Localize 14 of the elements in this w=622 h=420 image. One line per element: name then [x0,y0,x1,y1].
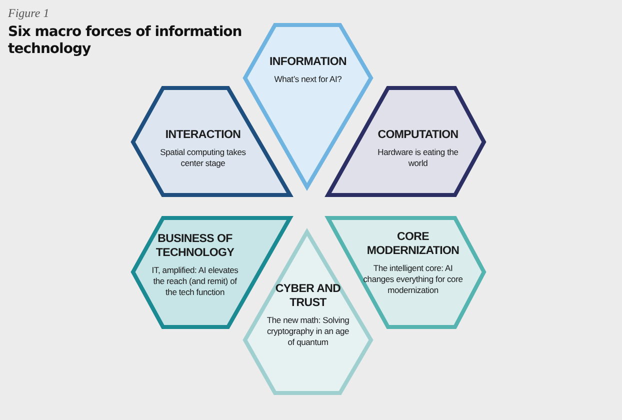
panel-heading: CYBER AND TRUST [274,282,342,310]
panel-heading: CORE MODERNIZATION [366,230,460,258]
panel-heading: INFORMATION [268,55,348,69]
panel-description: Hardware is eating the world [376,147,460,169]
panel-description: The new math: Solving cryptography in an age of quantum [266,315,350,348]
diagram-title: Six macro forces of information technology [8,24,243,58]
panel-heading: COMPUTATION [376,128,460,142]
panel-description: The intelligent core: AI changes everything for core modernization [362,263,464,296]
panel-heading: INTERACTION [164,128,242,142]
panel-heading: BUSINESS OF TECHNOLOGY [154,232,236,260]
panel-description: What’s next for AI? [273,74,343,85]
panel-description: Spatial computing takes center stage [159,147,247,169]
panel-description: IT, amplified: AI elevates the reach (and remit) of the tech function [151,265,239,298]
figure-number: Figure 1 [8,6,50,21]
